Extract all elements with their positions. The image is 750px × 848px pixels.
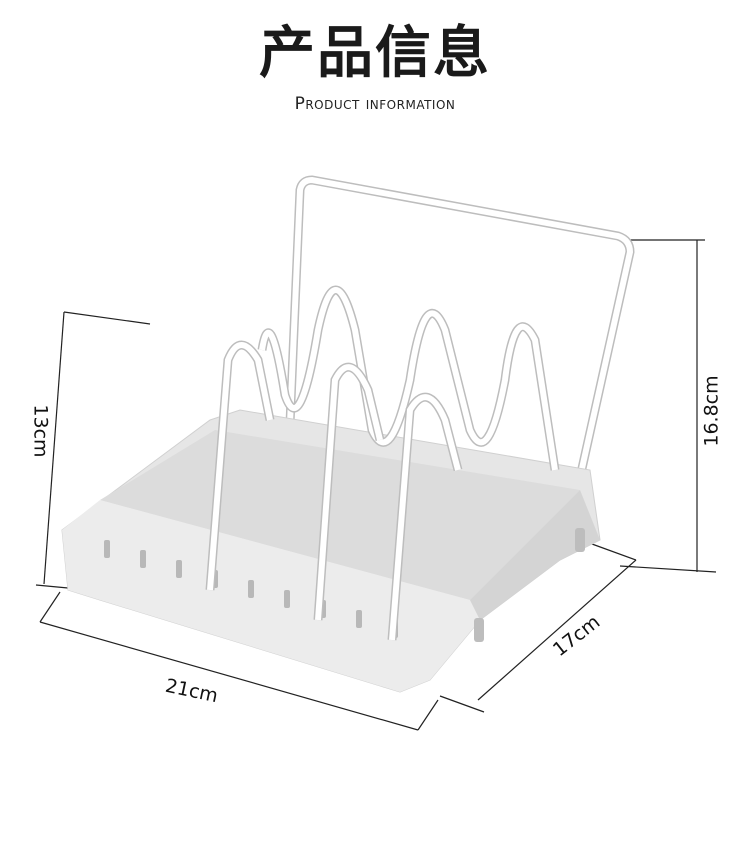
dimension-lines [35, 239, 717, 731]
height-left-label: 13cm [29, 404, 52, 458]
page-title: 产品信息 [259, 21, 491, 86]
page-subtitle: Product information [294, 94, 456, 114]
wavy-wire [259, 287, 558, 471]
front-dividers [205, 340, 463, 641]
back-wire-frame [285, 176, 634, 501]
height-right-label: 16.8cm [700, 375, 723, 447]
